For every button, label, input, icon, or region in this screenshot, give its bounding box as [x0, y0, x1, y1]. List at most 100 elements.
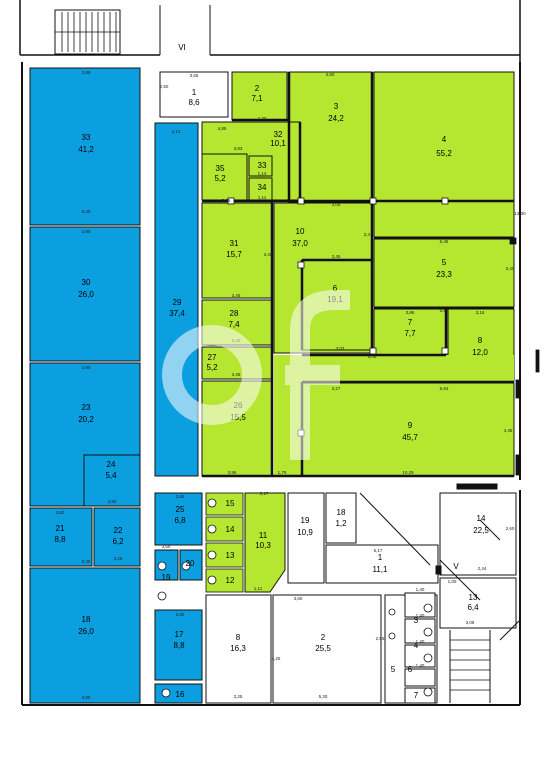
room-w13[interactable] [439, 577, 517, 629]
svg-text:2,50: 2,50 [160, 84, 169, 89]
svg-text:2,60: 2,60 [506, 526, 515, 531]
svg-text:25,5: 25,5 [315, 644, 331, 653]
room-w2[interactable] [272, 594, 382, 704]
svg-text:6,84: 6,84 [440, 386, 449, 391]
svg-text:1: 1 [378, 553, 383, 562]
svg-text:19: 19 [301, 516, 310, 525]
svg-text:8,8: 8,8 [173, 641, 185, 650]
svg-text:14: 14 [477, 514, 486, 523]
svg-text:1: 1 [192, 88, 197, 97]
room-w18[interactable] [325, 492, 357, 544]
room-b19[interactable] [154, 549, 179, 581]
svg-text:23: 23 [82, 403, 91, 412]
svg-text:3,40: 3,40 [506, 266, 515, 271]
svg-text:1,40: 1,40 [416, 587, 425, 592]
svg-text:11,1: 11,1 [373, 565, 389, 574]
svg-text:4,25: 4,25 [272, 656, 281, 661]
svg-text:1,40: 1,40 [416, 613, 425, 618]
svg-text:8,6: 8,6 [188, 98, 200, 107]
toilet-icon [207, 524, 217, 534]
svg-text:11: 11 [259, 531, 268, 540]
svg-text:1,11: 1,11 [258, 195, 267, 200]
room-g31[interactable] [201, 202, 273, 299]
svg-text:33: 33 [258, 161, 267, 170]
room-g12[interactable] [205, 568, 244, 593]
toilet-icon [207, 550, 217, 560]
room-b33[interactable] [29, 67, 141, 226]
svg-text:3,60: 3,60 [294, 596, 303, 601]
room-b24[interactable] [83, 454, 141, 507]
svg-text:19: 19 [162, 573, 171, 582]
room-b22[interactable] [93, 507, 141, 567]
room-g33[interactable] [248, 155, 273, 177]
svg-text:24,2: 24,2 [328, 114, 344, 123]
svg-text:1,00: 1,00 [448, 579, 457, 584]
toilet-icon [157, 591, 167, 601]
room-labels: 1 8,6 2 7,1 3 24,2 4 55,2 32 10,1 35 5,2… [54, 84, 489, 700]
svg-text:3: 3 [334, 102, 339, 111]
svg-text:3,45: 3,45 [332, 254, 341, 259]
svg-text:3,45: 3,45 [232, 372, 241, 377]
svg-text:2,85: 2,85 [176, 494, 185, 499]
room-w6[interactable] [404, 668, 436, 687]
room-g7[interactable] [373, 308, 447, 356]
room-w8[interactable] [205, 594, 272, 704]
svg-text:7,7: 7,7 [404, 329, 416, 338]
top-exterior: VI [19, 0, 521, 70]
svg-text:8,8: 8,8 [54, 535, 66, 544]
svg-text:55,2: 55,2 [436, 149, 452, 158]
room-w14[interactable] [439, 492, 517, 576]
svg-text:5,2: 5,2 [206, 363, 218, 372]
toilet-icon [423, 653, 433, 663]
svg-text:1,14: 1,14 [258, 171, 267, 176]
room-g2[interactable] [231, 71, 288, 121]
svg-text:45,7: 45,7 [402, 433, 418, 442]
room-w1b[interactable] [325, 544, 439, 584]
room-b20[interactable] [179, 549, 203, 581]
svg-text:5: 5 [391, 665, 396, 674]
svg-text:3,25: 3,25 [234, 694, 243, 699]
svg-text:5,17: 5,17 [374, 548, 383, 553]
room-b30[interactable] [29, 226, 141, 362]
toilet-icon [181, 561, 191, 571]
svg-text:3,45: 3,45 [232, 293, 241, 298]
svg-text:6: 6 [408, 665, 413, 674]
svg-text:22: 22 [114, 526, 123, 535]
svg-text:7,4: 7,4 [228, 320, 240, 329]
room-r1[interactable] [159, 71, 229, 118]
svg-text:3,96: 3,96 [228, 470, 237, 475]
svg-text:3,80: 3,80 [82, 695, 91, 700]
room-g15[interactable] [205, 492, 244, 516]
room-b17[interactable] [154, 609, 203, 681]
svg-text:3,17: 3,17 [260, 491, 269, 496]
svg-text:2,30: 2,30 [258, 116, 267, 121]
room-b21[interactable] [29, 507, 93, 567]
svg-text:3,08: 3,08 [466, 620, 475, 625]
room-g11[interactable] [244, 492, 286, 593]
room-w19[interactable] [287, 492, 325, 584]
svg-text:13: 13 [469, 593, 478, 602]
green-walls [202, 72, 514, 478]
svg-text:3,80: 3,80 [108, 499, 117, 504]
svg-text:3,05: 3,05 [332, 202, 341, 207]
svg-text:26,0: 26,0 [78, 627, 94, 636]
svg-text:7,1: 7,1 [251, 94, 263, 103]
room-g3[interactable] [288, 71, 373, 203]
room-b18[interactable] [29, 567, 141, 704]
room-g5[interactable] [373, 238, 515, 308]
svg-text:3: 3 [414, 616, 419, 625]
svg-text:25: 25 [176, 505, 185, 514]
svg-text:6,8: 6,8 [174, 516, 186, 525]
sink-icon [388, 608, 396, 616]
room-g35[interactable] [201, 153, 248, 201]
room-b25[interactable] [154, 492, 203, 546]
svg-text:4: 4 [414, 641, 419, 650]
svg-text:1,40: 1,40 [416, 663, 425, 668]
svg-text:21: 21 [56, 524, 65, 533]
svg-text:23,3: 23,3 [436, 270, 452, 279]
svg-text:5,30: 5,30 [319, 694, 328, 699]
svg-text:22,5: 22,5 [473, 526, 489, 535]
room-g4[interactable] [373, 71, 515, 238]
toilet-icon [207, 498, 217, 508]
